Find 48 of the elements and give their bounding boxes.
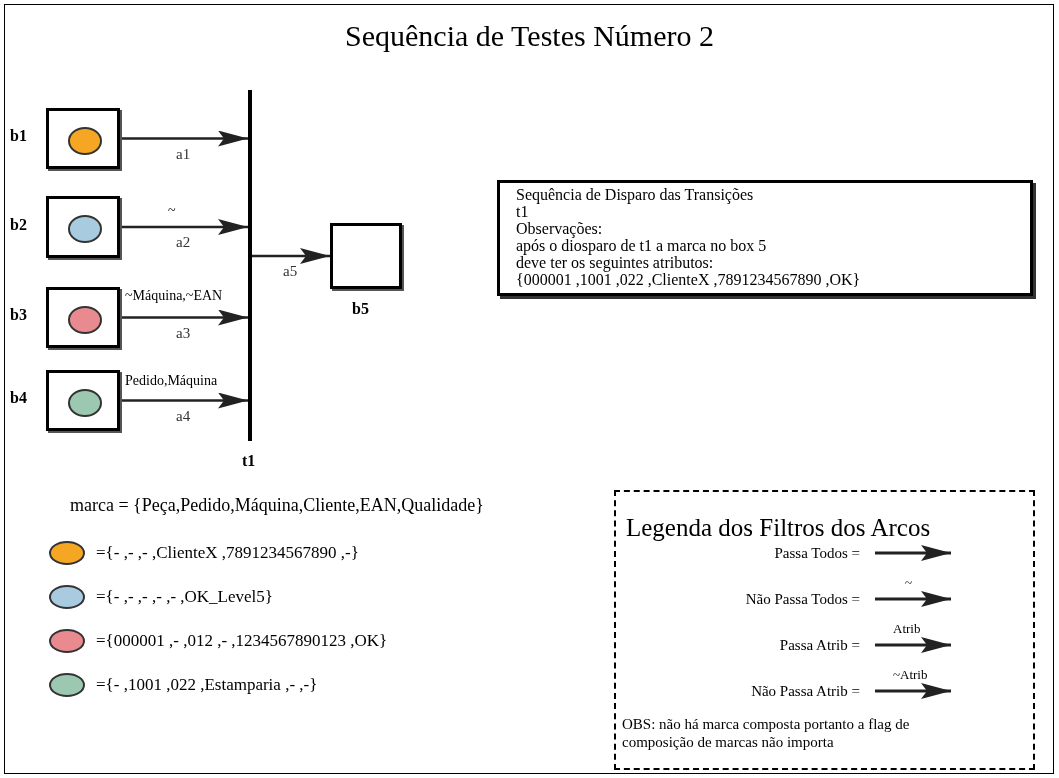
- arrow: [120, 309, 248, 326]
- legend-text: Não Passa Atrib =: [750, 682, 860, 700]
- transition-bar: [248, 90, 252, 441]
- token-attributes: ={000001 ,- ,012 ,- ,1234567890123 ,OK}: [96, 631, 388, 651]
- place-label: b3: [10, 306, 27, 324]
- token-attributes: ={- ,- ,- ,- ,- ,OK_Level5}: [96, 587, 273, 607]
- place-label: b4: [10, 389, 27, 407]
- note-text: deve ter os seguintes atributos:: [516, 254, 714, 271]
- token-attributes: ={- ,1001 ,022 ,Estamparia ,- ,-}: [96, 675, 318, 695]
- legend-title: Legenda dos Filtros dos Arcos: [626, 514, 931, 542]
- note-text: Sequência de Disparo das Transições: [516, 186, 754, 203]
- marca-definition: marca = {Peça,Pedido,Máquina,Cliente,EAN,Qualidade}: [70, 495, 484, 515]
- legend-text: Não Passa Todos =: [744, 590, 860, 608]
- arrow: [252, 248, 330, 264]
- arrow: [120, 130, 248, 147]
- arc-filter-label: ~: [168, 203, 176, 219]
- edge-label: a1: [176, 145, 191, 162]
- place-box: [46, 287, 120, 348]
- note-text: {000001 ,1001 ,022 ,ClienteX ,7891234567890 ,OK}: [516, 271, 861, 288]
- edge-label: a5: [283, 263, 298, 279]
- place-label: b5: [352, 300, 369, 318]
- note-text: após o diosparo de t1 a marca no box 5: [516, 237, 767, 254]
- place-box: [46, 108, 120, 169]
- arc-filter-label: ~Atrib: [893, 668, 928, 682]
- legend-text: Passa Todos =: [773, 544, 860, 562]
- arc-filter-label: Atrib: [893, 622, 921, 636]
- edge-label: a2: [176, 234, 191, 250]
- place-box: [330, 223, 402, 289]
- note-text: t1: [516, 203, 529, 220]
- place-box: [46, 370, 120, 431]
- place-label: b1: [10, 127, 27, 145]
- edge-label: a3: [176, 324, 191, 341]
- legend-text: Passa Atrib =: [778, 636, 860, 654]
- place-box: [46, 196, 120, 258]
- edge-label: a4: [176, 407, 191, 424]
- title: Sequência de Testes Número 2: [344, 18, 715, 54]
- arc-filter-label: ~: [905, 576, 913, 590]
- place-label: t1: [242, 452, 256, 470]
- note-text: OBS: não há marca composta portanto a flag de composição de marcas não importa: [622, 715, 911, 751]
- note-text: Observações:: [516, 220, 603, 237]
- place-label: b2: [10, 216, 27, 234]
- arc-filter-label: Pedido,Máquina: [125, 373, 218, 389]
- arc-filter-label: ~Máquina,~EAN: [125, 288, 223, 304]
- note-box: [497, 180, 1033, 296]
- arrow: [120, 219, 248, 235]
- token-attributes: ={- ,- ,- ,ClienteX ,7891234567890 ,-}: [96, 543, 359, 563]
- arrow: [120, 392, 248, 409]
- legend-box: [614, 490, 1035, 770]
